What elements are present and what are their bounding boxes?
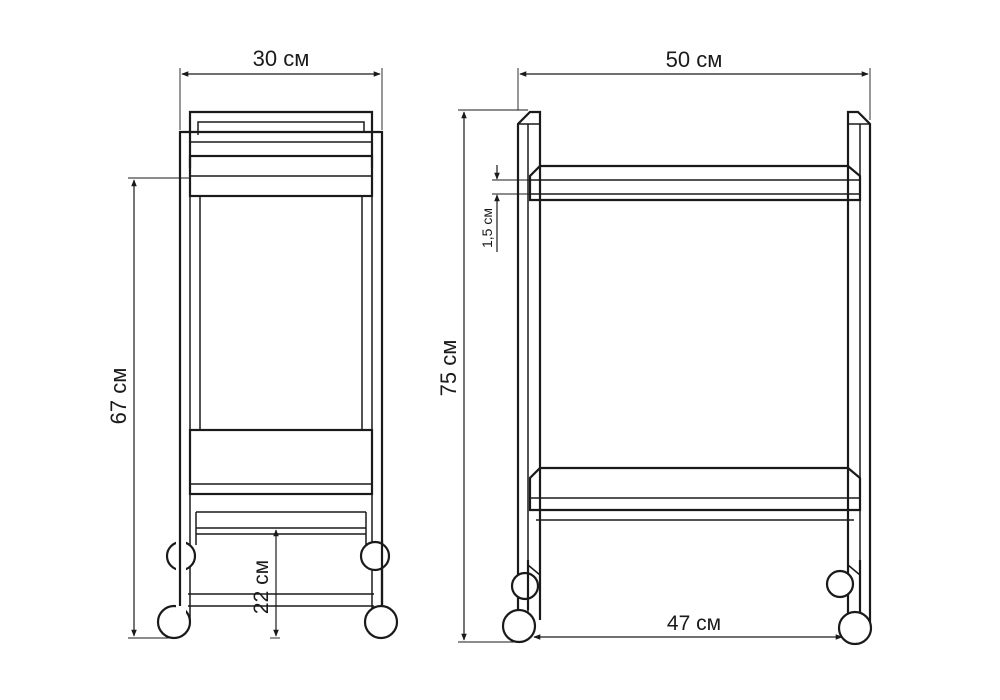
side-height-label: 67 см <box>106 368 131 425</box>
side-bottom-dimension: 22 см <box>250 529 280 639</box>
front-width-dimension: 50 см <box>517 47 871 120</box>
front-wheel-left <box>501 608 537 644</box>
front-height-dimension: 75 см <box>436 109 528 643</box>
front-shelf-thickness-dimension: 1,5 см <box>479 165 530 252</box>
front-shelf-thickness-label: 1,5 см <box>479 208 495 248</box>
side-bottom-label: 22 см <box>250 560 273 614</box>
front-height-label: 75 см <box>436 340 461 397</box>
front-view <box>501 110 873 646</box>
side-height-dimension: 67 см <box>106 177 190 639</box>
front-rear-wheel-right <box>825 569 855 599</box>
side-width-dimension: 30 см <box>179 46 383 130</box>
side-front-wheel-right <box>363 604 399 640</box>
front-wheelbase-dimension: 47 см <box>533 612 843 640</box>
side-rear-wheel-right <box>359 540 391 572</box>
front-wheelbase-label: 47 см <box>667 612 721 635</box>
front-wheel-right <box>837 610 873 646</box>
front-width-label: 50 см <box>666 47 723 72</box>
side-width-label: 30 см <box>253 46 310 71</box>
side-view <box>156 110 399 640</box>
front-rear-wheel-left <box>510 571 540 601</box>
